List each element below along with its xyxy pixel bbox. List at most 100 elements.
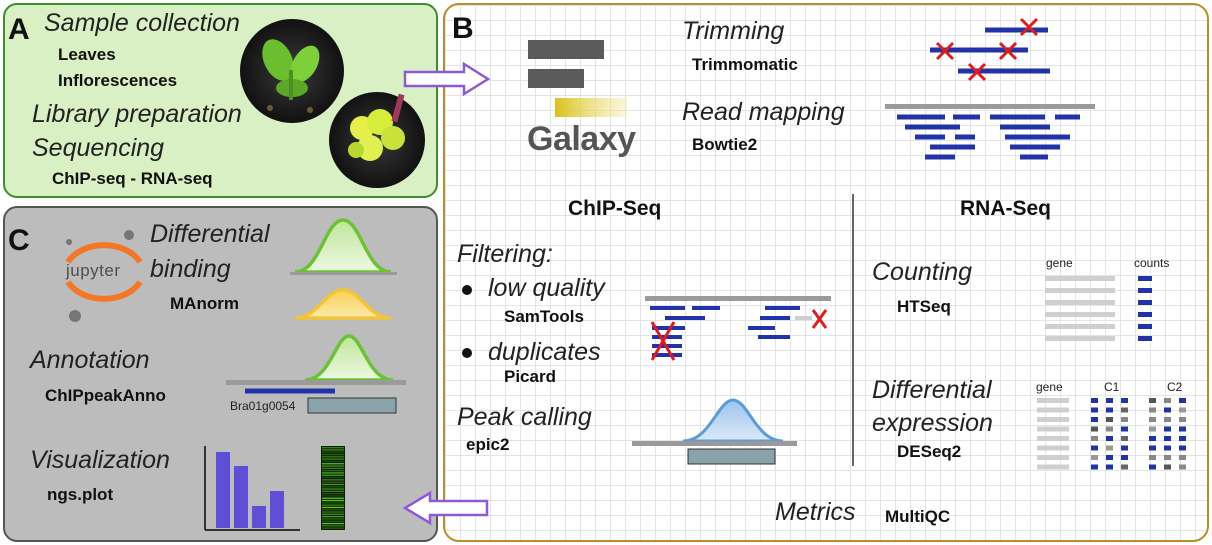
gene-cell <box>1037 445 1069 451</box>
expression-cell <box>1091 455 1098 460</box>
heatmap-stripe <box>322 476 344 479</box>
expression-cell <box>1149 464 1156 470</box>
heatmap-stripe <box>322 463 344 465</box>
ngsplot-label: ngs.plot <box>47 485 114 504</box>
heatmap-stripe <box>322 453 344 456</box>
heatmap-stripe <box>322 465 344 467</box>
panel-a-letter: A <box>8 13 30 46</box>
differential-binding-label-2: binding <box>150 255 231 283</box>
bowtie2-label: Bowtie2 <box>692 135 758 154</box>
metrics-label: Metrics <box>775 498 856 526</box>
annotation-graphic <box>226 334 406 414</box>
panel-c-letter: C <box>8 224 30 257</box>
trimming-label: Trimming <box>682 17 785 45</box>
deseq2-label: DESeq2 <box>897 442 962 461</box>
expression-cell <box>1179 426 1186 432</box>
expression-cell <box>1164 398 1171 403</box>
expression-cell <box>1164 417 1171 422</box>
heatmap-stripe <box>322 474 344 476</box>
heatmap-stripe <box>322 490 344 492</box>
gene-id-label: Bra01g0054 <box>230 399 296 413</box>
read-mapping-reads <box>885 104 1095 160</box>
counting-table <box>1045 276 1152 341</box>
expression-cell <box>1121 398 1128 403</box>
epic2-label: epic2 <box>466 435 510 454</box>
inflorescences-label: Inflorescences <box>58 71 178 90</box>
gene-cell <box>1037 455 1069 460</box>
chippeakanno-label: ChIPpeakAnno <box>45 386 166 405</box>
expression-cell <box>1091 426 1098 432</box>
c2-column-label: C2 <box>1167 380 1183 394</box>
expression-cell <box>1179 464 1186 470</box>
annotation-label: Annotation <box>30 346 150 374</box>
galaxy-wordmark: Galaxy <box>527 120 636 158</box>
jupyter-logo <box>65 230 143 322</box>
panel-b-letter: B <box>452 12 474 45</box>
expression-cell <box>1164 464 1171 470</box>
heatmap-stripe <box>322 458 344 460</box>
heatmap-stripe <box>322 470 344 472</box>
heatmap-stripe <box>322 522 344 525</box>
expression-cell <box>1091 445 1098 451</box>
peak-calling-graphic <box>632 398 797 465</box>
gene-column-label: gene <box>1046 256 1073 270</box>
expression-cell <box>1149 407 1156 413</box>
peak-calling-label: Peak calling <box>457 403 592 431</box>
sample-collection-label: Sample collection <box>44 9 240 37</box>
expression-cell <box>1179 436 1186 441</box>
expression-cell <box>1091 417 1098 422</box>
arrow-icon-back <box>402 490 489 526</box>
trimmomatic-label: Trimmomatic <box>692 55 798 74</box>
chip-seq-heading: ChIP-Seq <box>568 197 662 220</box>
read-mapping-label: Read mapping <box>682 98 845 126</box>
expression-cell <box>1149 436 1156 441</box>
expression-cell <box>1179 445 1186 451</box>
multiqc-label: MultiQC <box>885 507 951 526</box>
duplicates-label: duplicates <box>488 338 601 366</box>
expression-cell <box>1106 426 1113 432</box>
expression-cell <box>1149 445 1156 451</box>
expression-cell <box>1164 407 1171 413</box>
expression-cell <box>1121 464 1128 470</box>
counts-column-label: counts <box>1134 256 1170 270</box>
expression-cell <box>1106 445 1113 451</box>
heatmap-stripe <box>322 499 344 502</box>
expression-cell <box>1164 436 1171 441</box>
filtering-label: Filtering: <box>457 240 553 268</box>
heatmap-stripe <box>322 525 344 527</box>
sequencing-label: Sequencing <box>32 134 165 162</box>
visualization-bar-chart <box>204 446 300 531</box>
heatmap-stripe <box>322 479 344 481</box>
expression-cell <box>1179 398 1186 403</box>
gene-cell <box>1037 417 1069 422</box>
expression-cell <box>1121 417 1128 422</box>
heatmap-stripe <box>322 518 344 520</box>
heatmap-stripe <box>322 460 344 463</box>
heatmap-stripe <box>322 527 344 529</box>
rna-seq-heading: RNA-Seq <box>960 197 1052 220</box>
differential-binding-label-1: Differential <box>150 220 270 248</box>
expression-cell <box>1121 426 1128 432</box>
heatmap-stripe <box>322 456 344 458</box>
galaxy-logo <box>528 40 627 117</box>
expression-cell <box>1164 426 1171 432</box>
visualization-label: Visualization <box>30 446 170 474</box>
c1-column-label: C1 <box>1104 380 1120 394</box>
differential-expression-label-2: expression <box>872 409 993 437</box>
samtools-label: SamTools <box>504 307 584 326</box>
heatmap-stripe <box>322 449 344 451</box>
picard-label: Picard <box>504 367 556 386</box>
jupyter-wordmark: jupyter <box>66 261 121 280</box>
expression-cell <box>1179 455 1186 460</box>
heatmap-stripe <box>322 504 344 506</box>
inflorescence-photo-icon <box>329 92 425 188</box>
expression-cell <box>1149 417 1156 422</box>
arrow-icon <box>403 61 491 97</box>
expression-cell <box>1164 445 1171 451</box>
plant-photo-icon <box>240 19 344 123</box>
trimming-reads <box>930 27 1050 74</box>
heatmap-stripe <box>322 506 344 509</box>
heatmap-stripe <box>322 509 344 511</box>
expression-cell <box>1106 417 1113 422</box>
